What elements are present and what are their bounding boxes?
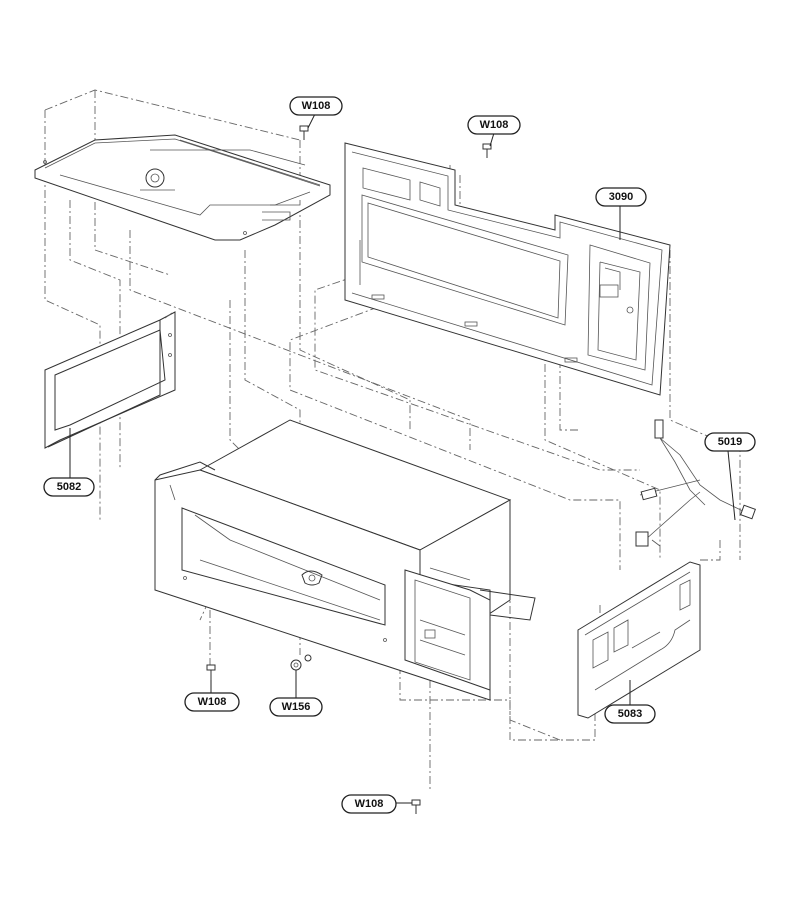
- nut-w156: [290, 654, 312, 671]
- label-w108-mid: W108: [467, 115, 521, 147]
- top-plate: [34, 134, 331, 241]
- label-5082: 5082: [43, 428, 95, 497]
- label-5019-text: 5019: [718, 436, 742, 448]
- screw-top: [299, 125, 309, 140]
- screw-left: [206, 664, 216, 680]
- label-w108-bottom: W108: [341, 794, 412, 814]
- main-cabinet: [154, 419, 536, 701]
- label-w156: W156: [269, 670, 323, 717]
- label-5083: 5083: [604, 680, 656, 724]
- label-5083-text: 5083: [618, 708, 642, 720]
- label-w108-left-text: W108: [198, 696, 227, 708]
- label-w156-text: W156: [282, 701, 311, 713]
- label-w108-left: W108: [184, 680, 240, 712]
- wire-harness: [635, 419, 756, 547]
- label-w108-bottom-text: W108: [355, 798, 384, 810]
- label-5019: 5019: [704, 432, 756, 521]
- side-panel: [577, 561, 701, 719]
- label-w108-mid-text: W108: [480, 119, 509, 131]
- label-w108-top: W108: [289, 96, 343, 129]
- label-3090-text: 3090: [609, 191, 633, 203]
- back-panel: [344, 142, 671, 396]
- label-w108-top-text: W108: [302, 100, 331, 112]
- label-3090: 3090: [595, 187, 647, 240]
- side-frame: [44, 311, 176, 449]
- screw-mid: [482, 143, 492, 158]
- label-5082-text: 5082: [57, 481, 81, 493]
- screw-bottom: [411, 799, 421, 814]
